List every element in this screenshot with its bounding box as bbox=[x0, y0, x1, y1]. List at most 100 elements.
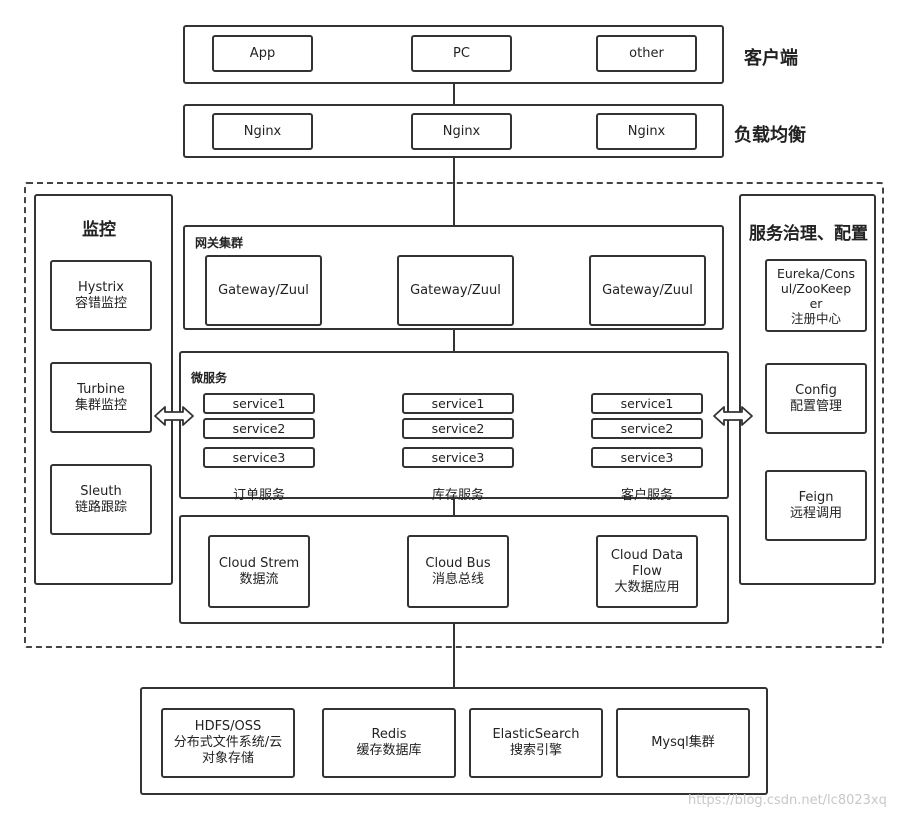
gateway-1: Gateway/Zuul bbox=[205, 255, 322, 326]
gateway-title: 网关集群 bbox=[195, 236, 244, 250]
gateway-1-label: Gateway/Zuul bbox=[218, 282, 309, 298]
gateway-cluster: 网关集群 Gateway/Zuul Gateway/Zuul Gateway/Z… bbox=[183, 225, 724, 330]
order-service2-label: service2 bbox=[232, 421, 286, 436]
nginx-1-label: Nginx bbox=[243, 123, 282, 139]
client-pc-label: PC bbox=[453, 45, 470, 61]
feign-box: Feign 远程调用 bbox=[765, 470, 867, 541]
order-service1-label: service1 bbox=[232, 396, 286, 411]
customer-service1-label: service1 bbox=[620, 396, 674, 411]
eureka-line3: er bbox=[809, 295, 823, 311]
cloud-stream-desc: 数据流 bbox=[239, 571, 279, 587]
elasticsearch-box: ElasticSearch 搜索引擎 bbox=[469, 708, 603, 778]
config-box: Config 配置管理 bbox=[765, 363, 867, 434]
elasticsearch-name: ElasticSearch bbox=[492, 727, 580, 742]
inventory-service-caption: 库存服务 bbox=[432, 488, 485, 503]
redis-desc: 缓存数据库 bbox=[356, 743, 422, 758]
gateway-3: Gateway/Zuul bbox=[589, 255, 706, 326]
nginx-3: Nginx bbox=[596, 113, 697, 150]
governance-title: 服务治理、配置 bbox=[749, 224, 868, 244]
nginx-3-label: Nginx bbox=[627, 123, 666, 139]
cloud-dataflow-desc: 大数据应用 bbox=[614, 579, 680, 595]
sleuth-box: Sleuth 链路跟踪 bbox=[50, 464, 152, 535]
redis-box: Redis 缓存数据库 bbox=[322, 708, 456, 778]
monitor-title: 监控 bbox=[82, 220, 116, 240]
turbine-desc: 集群监控 bbox=[74, 397, 127, 413]
sleuth-desc: 链路跟踪 bbox=[74, 499, 127, 515]
cloud-bus-box: Cloud Bus 消息总线 bbox=[407, 535, 509, 608]
service-cluster-boundary bbox=[24, 182, 884, 648]
hystrix-desc: 容错监控 bbox=[74, 295, 127, 311]
customer-service2: service2 bbox=[591, 418, 703, 439]
gateway-3-label: Gateway/Zuul bbox=[602, 282, 693, 298]
monitor-micro-double-arrow-icon bbox=[154, 406, 194, 426]
mysql-name: Mysql集群 bbox=[651, 735, 715, 750]
eureka-line1: Eureka/Cons bbox=[776, 265, 856, 281]
nginx-1: Nginx bbox=[212, 113, 313, 150]
inventory-service1: service1 bbox=[402, 393, 514, 414]
customer-service1: service1 bbox=[591, 393, 703, 414]
client-other: other bbox=[596, 35, 697, 72]
customer-service2-label: service2 bbox=[620, 421, 674, 436]
watermark: https://blog.csdn.net/lc8023xq bbox=[688, 793, 887, 808]
inventory-service3: service3 bbox=[402, 447, 514, 468]
cloud-dataflow-name-2: Flow bbox=[632, 563, 662, 579]
gateway-2-label: Gateway/Zuul bbox=[410, 282, 501, 298]
inventory-service1-label: service1 bbox=[431, 396, 485, 411]
config-name: Config bbox=[795, 382, 837, 398]
governance-panel: 服务治理、配置 Eureka/Cons ul/ZooKeep er 注册中心 C… bbox=[739, 194, 876, 585]
elasticsearch-desc: 搜索引擎 bbox=[509, 743, 562, 758]
feign-desc: 远程调用 bbox=[789, 505, 842, 521]
microservice-layer: 微服务 service1 service2 service3 订单服务 serv… bbox=[179, 351, 729, 503]
redis-name: Redis bbox=[371, 727, 407, 742]
inventory-service3-label: service3 bbox=[431, 450, 485, 465]
eureka-box: Eureka/Cons ul/ZooKeep er 注册中心 bbox=[765, 259, 867, 332]
customer-service-caption: 客户服务 bbox=[621, 488, 674, 503]
nginx-2-label: Nginx bbox=[442, 123, 481, 139]
hdfs-name: HDFS/OSS bbox=[194, 719, 262, 734]
cloud-stream-name: Cloud Strem bbox=[218, 555, 300, 571]
sleuth-name: Sleuth bbox=[80, 483, 122, 499]
customer-service3-label: service3 bbox=[620, 450, 674, 465]
client-app-label: App bbox=[249, 45, 276, 61]
cloud-components-layer: Cloud Strem 数据流 Cloud Bus 消息总线 Cloud Dat… bbox=[179, 515, 729, 624]
customer-service3: service3 bbox=[591, 447, 703, 468]
order-service1: service1 bbox=[203, 393, 315, 414]
cloud-dataflow-name-1: Cloud Data bbox=[610, 547, 684, 563]
connector-lb-gateway bbox=[453, 157, 455, 226]
inventory-service2-label: service2 bbox=[431, 421, 485, 436]
storage-layer: HDFS/OSS 分布式文件系统/云 对象存储 Redis 缓存数据库 Elas… bbox=[140, 687, 768, 795]
micro-governance-double-arrow-icon bbox=[713, 406, 753, 426]
eureka-line2: ul/ZooKeep bbox=[780, 280, 852, 296]
cloud-dataflow-box: Cloud Data Flow 大数据应用 bbox=[596, 535, 698, 608]
eureka-desc: 注册中心 bbox=[790, 310, 841, 326]
lb-layer: Nginx Nginx Nginx bbox=[183, 104, 724, 158]
client-title: 客户端 bbox=[744, 48, 798, 69]
connector-gateway-micro bbox=[453, 329, 455, 352]
order-service-caption: 订单服务 bbox=[233, 488, 286, 503]
order-service2: service2 bbox=[203, 418, 315, 439]
inventory-service2: service2 bbox=[402, 418, 514, 439]
order-service3: service3 bbox=[203, 447, 315, 468]
client-layer: App PC other bbox=[183, 25, 724, 84]
config-desc: 配置管理 bbox=[789, 398, 842, 414]
connector-client-lb bbox=[453, 83, 455, 105]
hdfs-box: HDFS/OSS 分布式文件系统/云 对象存储 bbox=[161, 708, 295, 778]
connector-cloud-storage bbox=[453, 623, 455, 688]
client-app: App bbox=[212, 35, 313, 72]
hystrix-box: Hystrix 容错监控 bbox=[50, 260, 152, 331]
monitor-panel: 监控 Hystrix 容错监控 Turbine 集群监控 Sleuth 链路跟踪 bbox=[34, 194, 173, 585]
hystrix-name: Hystrix bbox=[78, 279, 124, 295]
microservice-title: 微服务 bbox=[191, 371, 228, 385]
client-other-label: other bbox=[629, 45, 664, 61]
hdfs-desc-2: 对象存储 bbox=[201, 751, 254, 766]
hdfs-desc-1: 分布式文件系统/云 bbox=[173, 735, 283, 750]
cloud-stream-box: Cloud Strem 数据流 bbox=[208, 535, 310, 608]
nginx-2: Nginx bbox=[411, 113, 512, 150]
order-service3-label: service3 bbox=[232, 450, 286, 465]
turbine-box: Turbine 集群监控 bbox=[50, 362, 152, 433]
feign-name: Feign bbox=[798, 489, 834, 505]
client-pc: PC bbox=[411, 35, 512, 72]
cloud-bus-desc: 消息总线 bbox=[431, 571, 484, 587]
cloud-bus-name: Cloud Bus bbox=[425, 555, 491, 571]
gateway-2: Gateway/Zuul bbox=[397, 255, 514, 326]
